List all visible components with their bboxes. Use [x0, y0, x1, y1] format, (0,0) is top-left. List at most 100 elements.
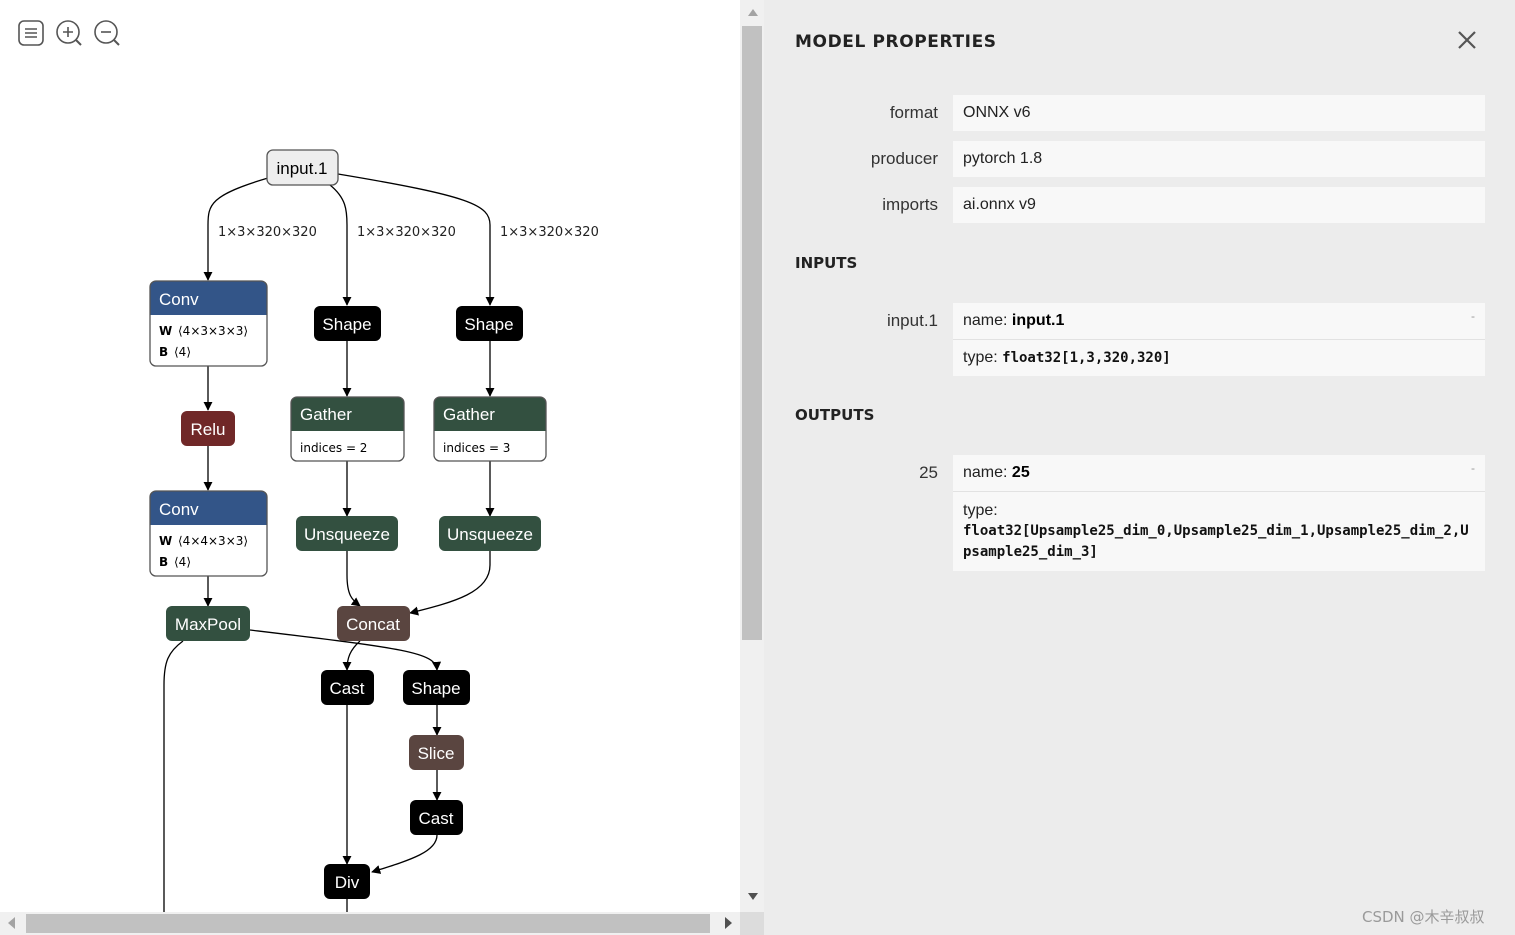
node-conv2[interactable]: Conv W ⟨4×4×3×3⟩ B ⟨4⟩: [149, 490, 268, 577]
input-name-value: input.1: [1011, 312, 1065, 329]
edge-label-1: 1×3×320×320: [218, 225, 317, 240]
node-relu[interactable]: Relu: [181, 411, 235, 446]
conv2-w-value: ⟨4×4×3×3⟩: [178, 534, 248, 548]
node-div[interactable]: Div: [324, 864, 370, 899]
conv2-w-label: W: [159, 534, 172, 548]
edge-input-shape1: [329, 184, 352, 306]
output-type-key: type:: [963, 502, 998, 519]
node-conv2-title: Conv: [159, 500, 199, 519]
node-unsqueeze2[interactable]: Unsqueeze: [439, 516, 541, 551]
node-gather1-attr: indices = 2: [300, 441, 367, 455]
edge-cast2-div: [371, 834, 438, 874]
graph-canvas[interactable]: 1×3×320×320 1×3×320×320 1×3×320×320 inpu…: [0, 0, 740, 912]
prop-label-producer: producer: [870, 149, 938, 168]
edge-input-shape2: [337, 173, 495, 306]
node-gather1-title: Gather: [300, 405, 352, 424]
edge-unsq1-concat: [346, 551, 361, 607]
scroll-down-arrow-icon[interactable]: [748, 893, 758, 900]
horizontal-scroll-thumb[interactable]: [26, 914, 710, 933]
edge-input-conv1: [203, 177, 269, 281]
node-gather1[interactable]: Gather indices = 2: [290, 396, 405, 462]
node-maxpool-title: MaxPool: [175, 615, 241, 634]
prop-value-producer: pytorch 1.8: [953, 141, 1485, 177]
node-cast2[interactable]: Cast: [410, 800, 463, 835]
node-slice[interactable]: Slice: [409, 735, 464, 770]
outputs-section-title: OUTPUTS: [795, 406, 875, 424]
close-icon[interactable]: [1456, 29, 1478, 51]
edge-unsq2-concat: [409, 551, 491, 616]
input-label: input.1: [886, 311, 938, 330]
zoom-in-icon[interactable]: [54, 18, 84, 48]
conv2-b-label: B: [159, 555, 168, 569]
prop-value-imports: ai.onnx v9: [953, 187, 1485, 223]
node-shape3[interactable]: Shape: [403, 670, 470, 705]
node-cast1[interactable]: Cast: [321, 670, 374, 705]
input-type-value: float32[1,3,320,320]: [1002, 350, 1171, 366]
node-gather2[interactable]: Gather indices = 3: [433, 396, 547, 462]
node-input-title: input.1: [276, 159, 327, 178]
conv1-b-label: B: [159, 345, 168, 359]
output-type-line: type: float32[Upsample25_dim_0,Upsample2…: [953, 491, 1485, 571]
panel-title: MODEL PROPERTIES: [795, 32, 997, 52]
vertical-scroll-thumb[interactable]: [742, 26, 762, 640]
model-graph: 1×3×320×320 1×3×320×320 1×3×320×320 inpu…: [149, 149, 599, 912]
node-relu-title: Relu: [191, 420, 226, 439]
scroll-right-arrow-icon[interactable]: [725, 917, 732, 929]
output-name-value: 25: [1011, 464, 1030, 481]
node-conv1-title: Conv: [159, 290, 199, 309]
node-input[interactable]: input.1: [266, 149, 339, 186]
output-argument[interactable]: - name: 25 type: float32[Upsample25_dim_…: [953, 455, 1485, 571]
inputs-section-title: INPUTS: [795, 254, 858, 272]
watermark: CSDN @木辛叔叔: [1362, 908, 1485, 926]
input-expand-button[interactable]: -: [1471, 309, 1475, 323]
prop-label-imports: imports: [882, 195, 938, 214]
node-conv1[interactable]: Conv W ⟨4×3×3×3⟩ B ⟨4⟩: [149, 280, 268, 367]
producer-value: pytorch 1.8: [963, 150, 1043, 167]
graph-toolbar: [16, 18, 122, 48]
node-concat-title: Concat: [346, 615, 400, 634]
conv2-b-value: ⟨4⟩: [174, 555, 191, 569]
graph-edges: [163, 173, 495, 912]
edge-maxpool-down: [163, 640, 184, 912]
conv1-w-value: ⟨4×3×3×3⟩: [178, 324, 248, 338]
conv1-w-label: W: [159, 324, 172, 338]
node-cast2-title: Cast: [419, 809, 454, 828]
node-shape1[interactable]: Shape: [314, 306, 381, 341]
node-cast1-title: Cast: [330, 679, 365, 698]
scroll-left-arrow-icon[interactable]: [8, 917, 15, 929]
node-unsqueeze1[interactable]: Unsqueeze: [296, 516, 398, 551]
format-value: ONNX v6: [963, 104, 1031, 121]
scroll-up-arrow-icon[interactable]: [748, 9, 758, 16]
sidebar-icon[interactable]: [16, 18, 46, 48]
node-slice-title: Slice: [418, 744, 455, 763]
edge-label-3: 1×3×320×320: [500, 225, 599, 240]
output-name-line: name: 25: [953, 455, 1485, 491]
input-argument[interactable]: - name: input.1 type: float32[1,3,320,32…: [953, 303, 1485, 376]
input-name-line: name: input.1: [953, 303, 1485, 339]
node-maxpool[interactable]: MaxPool: [166, 606, 250, 641]
prop-label-format: format: [889, 103, 938, 122]
node-concat[interactable]: Concat: [337, 606, 410, 641]
output-type-value: float32[Upsample25_dim_0,Upsample25_dim_…: [963, 523, 1469, 560]
prop-value-format: ONNX v6: [953, 95, 1485, 131]
edge-concat-cast1: [342, 640, 361, 671]
node-shape3-title: Shape: [411, 679, 460, 698]
input-type-key: type:: [963, 349, 1003, 366]
zoom-out-icon[interactable]: [92, 18, 122, 48]
output-label: 25: [919, 463, 938, 482]
node-gather2-attr: indices = 3: [443, 441, 510, 455]
edge-label-2: 1×3×320×320: [357, 225, 456, 240]
output-name-key: name:: [963, 464, 1012, 481]
vertical-scrollbar[interactable]: [740, 0, 764, 912]
output-expand-button[interactable]: -: [1471, 461, 1475, 475]
node-shape2[interactable]: Shape: [456, 306, 523, 341]
node-div-title: Div: [335, 873, 360, 892]
node-unsqueeze1-title: Unsqueeze: [304, 525, 390, 544]
edge-maxpool-shape3: [249, 629, 442, 671]
model-properties-panel: MODEL PROPERTIES format ONNX v6 producer…: [764, 0, 1515, 935]
scrollbar-corner: [740, 912, 764, 935]
conv1-b-value: ⟨4⟩: [174, 345, 191, 359]
node-unsqueeze2-title: Unsqueeze: [447, 525, 533, 544]
horizontal-scrollbar[interactable]: [0, 912, 740, 935]
imports-value: ai.onnx v9: [963, 196, 1036, 213]
